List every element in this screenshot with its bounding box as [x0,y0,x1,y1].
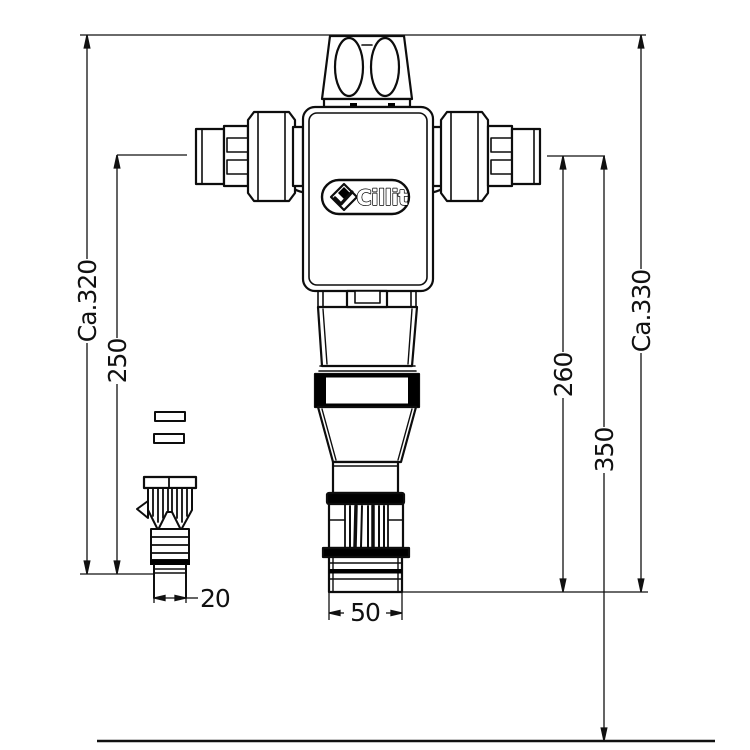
label-right-inner: 260 [549,353,578,398]
label-left-outer: Ca.320 [73,260,102,343]
drain-adapter [136,411,198,599]
brand-badge: Cillit [320,178,411,216]
label-bottom-width: 50 [350,598,380,627]
inlet-union-left [194,110,305,203]
label-left-inner: 250 [103,339,132,384]
brand-label: Cillit [356,186,408,210]
dim-drain-width [153,578,198,603]
control-knob [320,34,414,109]
mounting-mark-bottom [153,433,185,444]
outlet-union-right [431,110,542,203]
mounting-mark-top [154,411,186,422]
label-right-outer: Ca.330 [627,270,656,353]
dim-right-floor [600,155,608,742]
dimension-labels: Ca.320 250 260 350 Ca.330 20 50 [73,260,656,627]
dim-right-inner [559,155,567,593]
filter-device: Cillit [136,34,542,599]
label-drain-width: 20 [200,584,230,613]
filter-bowl [313,289,421,464]
dim-left-outer [83,34,91,575]
dim-right-outer [637,34,645,593]
dim-left-inner [113,154,121,575]
dim-bottom-width [328,592,403,620]
flush-valve-assembly [321,460,411,594]
label-right-floor: 350 [590,428,619,473]
dimension-layer [80,34,715,743]
